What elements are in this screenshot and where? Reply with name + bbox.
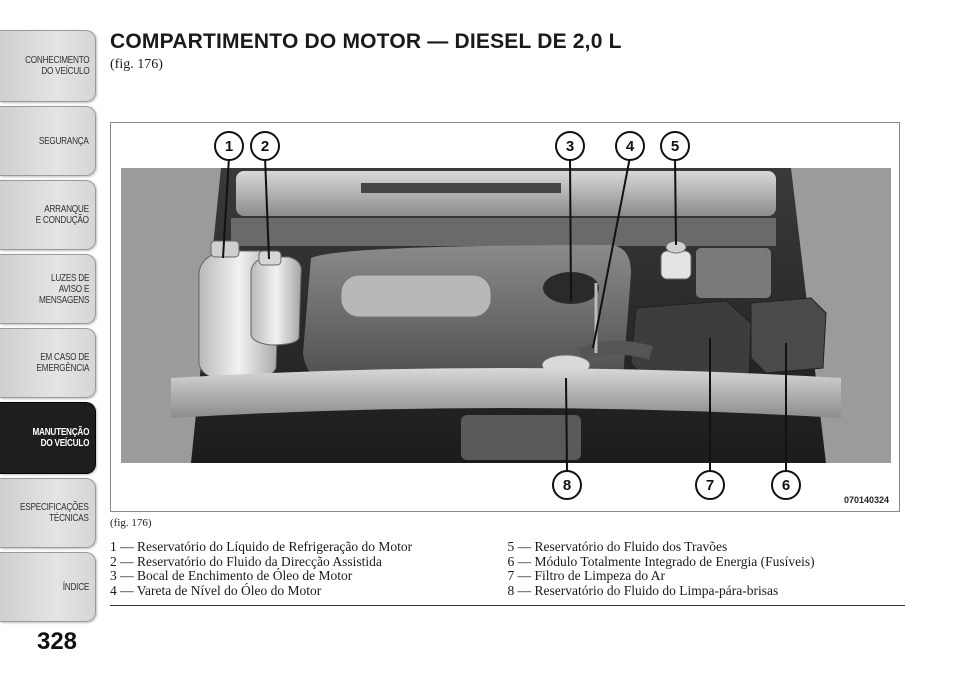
legend-item: 3 — Bocal de Enchimento de Óleo de Motor — [110, 568, 353, 583]
tab-em-caso-de-emergencia[interactable]: EM CASO DE EMERGÊNCIA — [0, 328, 96, 398]
svg-text:8: 8 — [563, 477, 571, 494]
tab-label: ESPECIFICAÇÕES TÉCNICAS — [20, 502, 89, 524]
legend-item: 4 — Vareta de Nível do Óleo do Motor — [110, 582, 322, 598]
figure-reference: (fig. 176) — [110, 57, 163, 72]
right-engine-component — [696, 248, 771, 298]
svg-text:6: 6 — [782, 477, 790, 494]
callout-7: 7 — [695, 470, 725, 500]
engine-compartment-figure: 1 2 3 4 5 6 7 8 070140324 — [110, 122, 900, 512]
cowl-panel — [236, 171, 776, 216]
upper-crossmember — [231, 218, 776, 246]
svg-text:5: 5 — [671, 138, 679, 155]
page-title: COMPARTIMENTO DO MOTOR — DIESEL DE 2,0 L — [110, 30, 622, 53]
tab-especificacoes-tecnicas[interactable]: ESPECIFICAÇÕES TÉCNICAS — [0, 478, 96, 548]
legend-item: 6 — Módulo Totalmente Integrado de Energ… — [507, 553, 815, 569]
cowl-vent — [361, 183, 561, 193]
legend-item: 7 — Filtro de Limpeza do Ar — [507, 568, 665, 583]
legend-item: 1 — Reservatório do Líquido de Refrigera… — [110, 539, 413, 554]
engine-cover-badge — [340, 274, 492, 318]
engine-illustration: 1 2 3 4 5 6 7 8 — [121, 131, 891, 500]
tab-label: MANUTENÇÃO DO VEÍCULO — [32, 427, 89, 449]
svg-text:3: 3 — [566, 138, 574, 155]
power-steering-cap — [258, 250, 282, 266]
brake-fluid-reservoir — [660, 250, 692, 280]
callout-8: 8 — [552, 470, 582, 500]
bottom-rule — [110, 605, 905, 606]
svg-text:4: 4 — [626, 138, 635, 155]
figure-code: 070140324 — [843, 495, 889, 505]
tab-label: LUZES DE AVISO E MENSAGENS — [38, 272, 89, 306]
tab-label: ÍNDICE — [62, 581, 90, 593]
callout-5: 5 — [660, 131, 690, 161]
intake-hose — [578, 340, 654, 362]
radiator-support — [461, 415, 581, 460]
callout-2: 2 — [250, 131, 280, 161]
legend-column-left: 1 — Reservatório do Líquido de Refrigera… — [110, 539, 508, 598]
tab-label: EM CASO DE EMERGÊNCIA — [36, 352, 89, 374]
svg-text:1: 1 — [225, 138, 233, 155]
svg-text:7: 7 — [706, 477, 714, 494]
tab-luzes-de-aviso[interactable]: LUZES DE AVISO E MENSAGENS — [0, 254, 96, 324]
fuse-box — [750, 297, 827, 374]
page-number: 328 — [36, 628, 78, 655]
legend-item: 2 — Reservatório do Fluido da Direcção A… — [110, 553, 382, 569]
tab-arranque-e-conducao[interactable]: ARRANQUE E CONDUÇÃO — [0, 180, 96, 250]
legend-item: 5 — Reservatório do Fluido dos Travões — [507, 539, 728, 554]
coolant-cap — [210, 240, 240, 258]
tab-label: CONHECIMENTO DO VEÍCULO — [24, 55, 90, 77]
svg-text:2: 2 — [261, 138, 269, 155]
front-crossmember — [171, 368, 841, 418]
tab-manutencao-do-veiculo[interactable]: MANUTENÇÃO DO VEÍCULO — [0, 402, 96, 474]
callout-4: 4 — [615, 131, 645, 161]
legend-column-right: 5 — Reservatório do Fluido dos Travões 6… — [507, 539, 906, 598]
tab-indice[interactable]: ÍNDICE — [0, 552, 96, 622]
callout-6: 6 — [771, 470, 801, 500]
power-steering-reservoir — [250, 256, 302, 346]
legend-item: 8 — Reservatório do Fluido do Limpa-pára… — [507, 582, 779, 598]
chapter-sidebar: CONHECIMENTO DO VEÍCULO SEGURANÇA ARRANQ… — [0, 0, 98, 678]
right-fender — [791, 168, 891, 463]
figure-legend: 1 — Reservatório do Líquido de Refrigera… — [110, 539, 906, 598]
figure-caption: (fig. 176) — [110, 517, 152, 529]
callout-3: 3 — [555, 131, 585, 161]
tab-conhecimento-do-veiculo[interactable]: CONHECIMENTO DO VEÍCULO — [0, 30, 96, 102]
tab-seguranca[interactable]: SEGURANÇA — [0, 106, 96, 176]
tab-label: ARRANQUE E CONDUÇÃO — [35, 204, 89, 226]
callout-leader-lines — [222, 156, 787, 472]
callout-1: 1 — [214, 131, 244, 161]
tab-label: SEGURANÇA — [39, 135, 89, 147]
